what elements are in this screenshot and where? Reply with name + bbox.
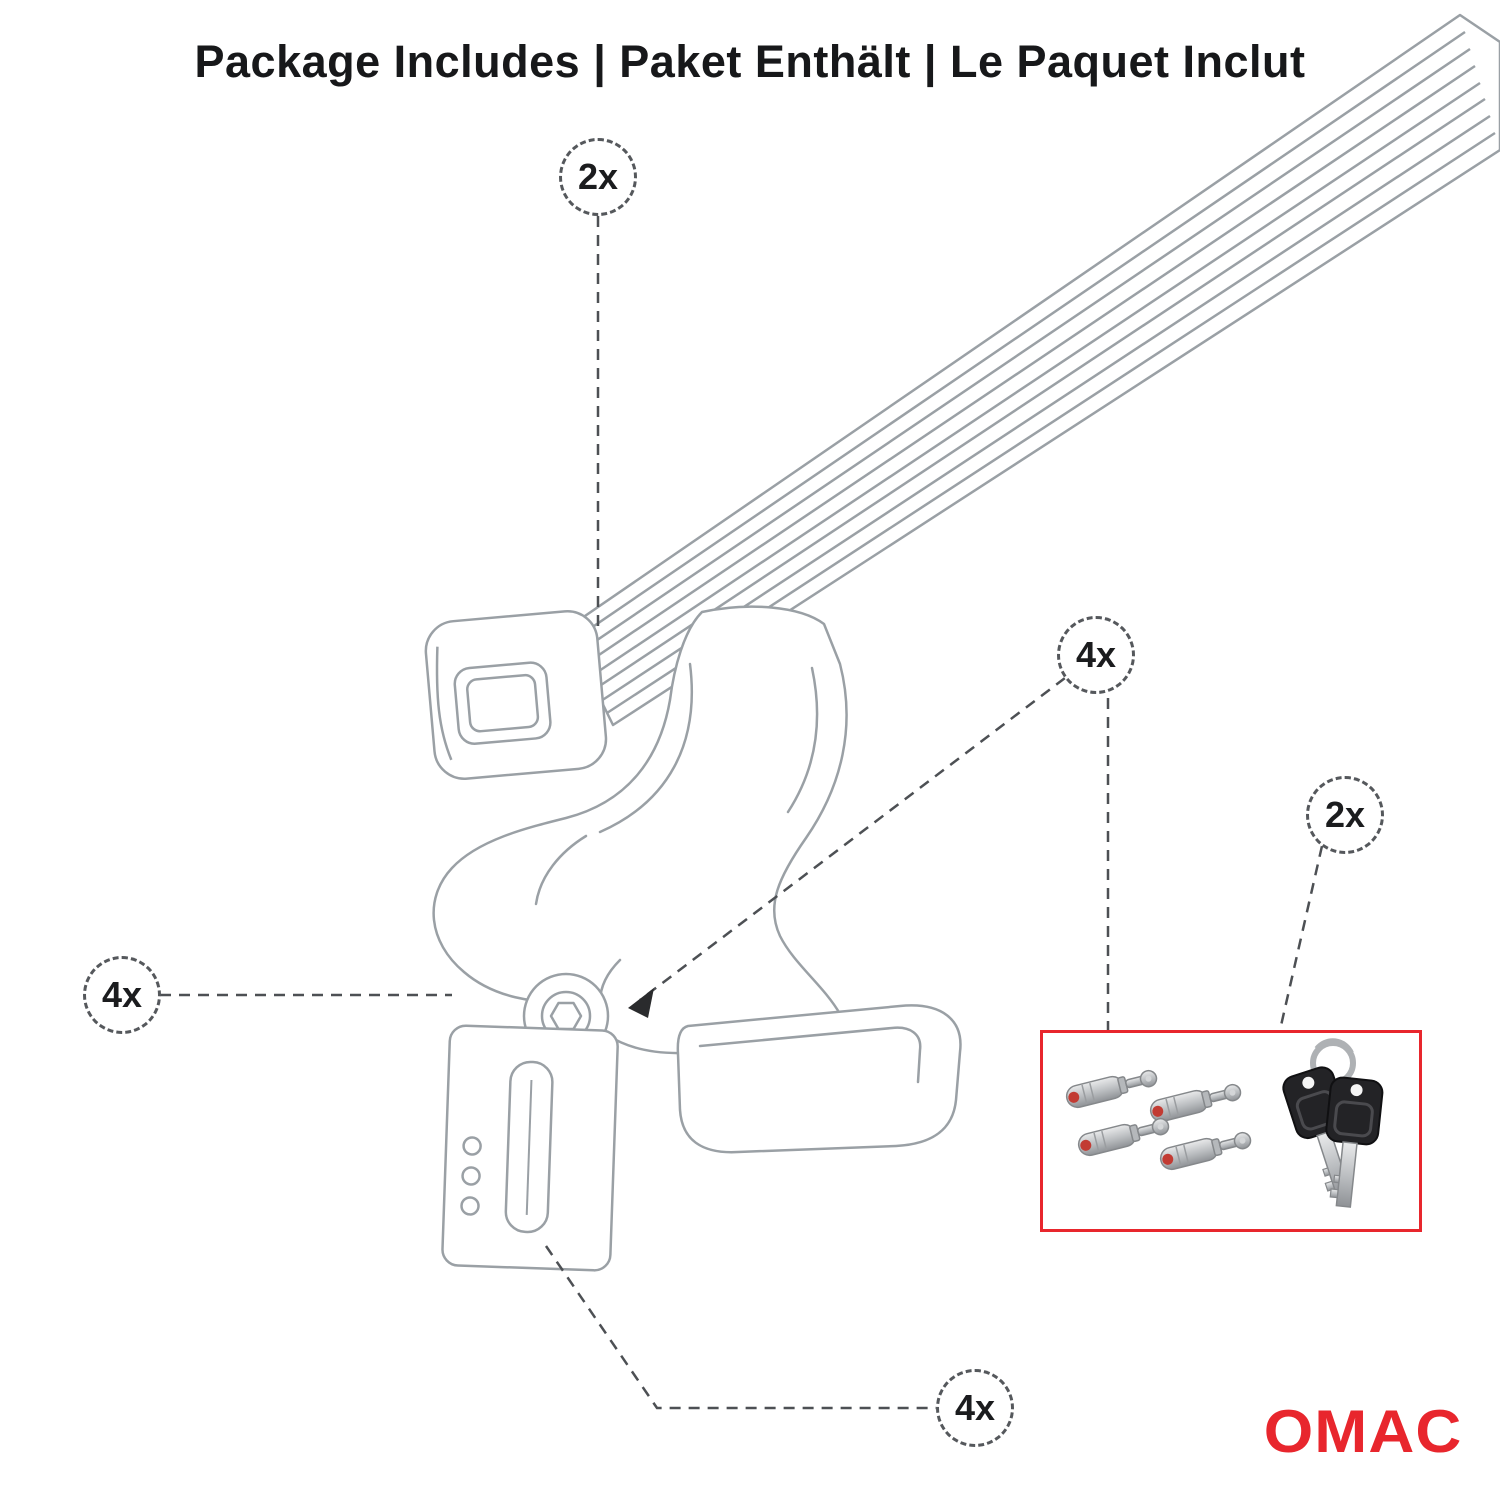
callout-label: 4x <box>1075 634 1117 675</box>
leader-clamp <box>544 1245 936 1410</box>
callout-foot-qty: 4x <box>83 956 161 1034</box>
callout-keys-qty: 2x <box>1306 776 1384 854</box>
leader-bolts-arrow <box>639 677 1066 1001</box>
callout-clamp-qty: 4x <box>936 1369 1014 1447</box>
keys-image <box>1278 1038 1386 1211</box>
lock-set-highlight-box <box>1040 1030 1422 1232</box>
callout-label: 2x <box>577 156 619 197</box>
brand-logo: OMAC <box>1263 1398 1462 1465</box>
callout-bolts-qty: 4x <box>1057 616 1135 694</box>
bolt-arrowhead <box>628 988 654 1018</box>
callout-crossbar-qty: 2x <box>559 138 637 216</box>
callout-label: 4x <box>101 974 143 1015</box>
page-title: Package Includes | Paket Enthält | Le Pa… <box>194 36 1306 87</box>
crossbar <box>564 13 1500 727</box>
callout-lines <box>160 216 1324 1410</box>
clamp-bracket <box>441 1024 619 1272</box>
lock-cylinders-image <box>1063 1065 1254 1173</box>
crossbar-end-cap <box>424 610 608 780</box>
leader-keys <box>1278 845 1324 1031</box>
callout-label: 4x <box>954 1387 996 1428</box>
callout-label: 2x <box>1324 794 1366 835</box>
